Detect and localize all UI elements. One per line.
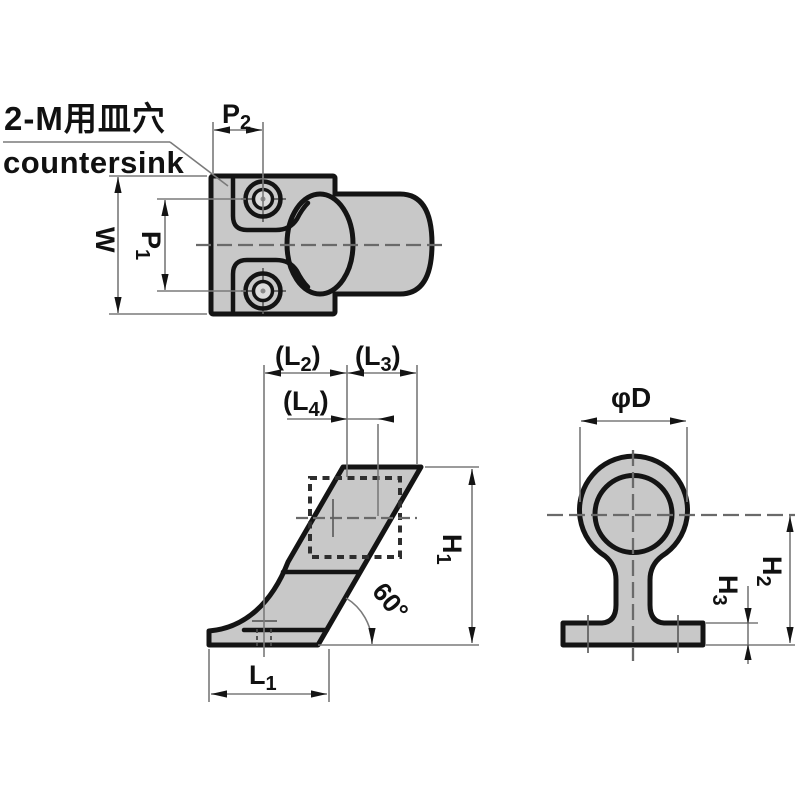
dim-label-p2: P2 — [222, 99, 251, 134]
leader-line-diagonal — [169, 141, 229, 187]
dim-label-l3: (L3) — [355, 341, 401, 376]
dim-p1: P1 — [131, 198, 246, 292]
dim-label-l1: L1 — [249, 660, 277, 695]
dim-l4: (L4) — [283, 386, 394, 516]
dim-phi-d: φD — [579, 382, 688, 502]
dim-label-angle: 60° — [366, 577, 414, 626]
dim-l2-l3: (L2) (L3) — [263, 341, 418, 657]
hole-center-dot — [260, 288, 266, 294]
arrowhead — [744, 608, 752, 624]
arrowhead — [246, 126, 262, 134]
countersink-label-en: countersink — [3, 145, 184, 180]
dim-w: W — [90, 175, 207, 315]
arrowhead — [331, 415, 347, 423]
arrowhead — [161, 200, 169, 216]
angle-arc — [345, 597, 373, 645]
top-pad-outline — [230, 176, 311, 233]
arrowhead — [581, 417, 597, 425]
arrowhead — [330, 369, 346, 377]
dim-angle-60: 60° — [345, 577, 415, 645]
dim-p2: P2 — [212, 99, 264, 214]
front-view: φD H2 H3 — [547, 382, 795, 664]
countersink-label-jp: 2-M用皿穴 — [4, 100, 166, 137]
arrowhead — [348, 369, 364, 377]
arrowhead — [214, 126, 230, 134]
arrowhead — [161, 274, 169, 290]
dim-label-w: W — [90, 227, 120, 253]
arrowhead — [670, 417, 686, 425]
dim-l1: L1 — [208, 649, 330, 702]
bottom-pad-outline — [230, 257, 311, 314]
countersink-annotation: 2-M用皿穴 countersink — [3, 100, 229, 187]
arrowhead — [114, 297, 122, 313]
arrowhead — [265, 369, 281, 377]
dim-h3: H3 — [706, 575, 758, 664]
dim-label-h3: H3 — [708, 575, 743, 606]
dim-label-h1: H1 — [432, 534, 467, 565]
side-view: (L2) (L3) (L4) H1 60° — [206, 341, 479, 702]
arrowhead — [311, 690, 327, 698]
arrowhead — [468, 627, 476, 643]
dim-h2: H2 — [706, 516, 795, 646]
dim-label-l4: (L4) — [283, 386, 329, 421]
countersink-hole-bottom — [241, 268, 286, 314]
dim-label-l2: (L2) — [275, 341, 321, 376]
arrowhead — [400, 369, 416, 377]
arrowhead — [786, 627, 794, 643]
arrowhead — [368, 628, 376, 644]
arrowhead — [211, 690, 227, 698]
dim-h1: H1 — [318, 466, 479, 646]
arrowhead — [786, 516, 794, 532]
dim-label-phi-d: φD — [611, 382, 651, 413]
arrowhead — [114, 177, 122, 193]
top-view: 2-M用皿穴 countersink P2 W — [3, 99, 447, 317]
arrowhead — [378, 415, 394, 423]
dim-label-p1: P1 — [131, 231, 166, 260]
arrowhead — [468, 469, 476, 485]
arrowhead — [744, 644, 752, 660]
dim-label-h2: H2 — [752, 556, 787, 587]
